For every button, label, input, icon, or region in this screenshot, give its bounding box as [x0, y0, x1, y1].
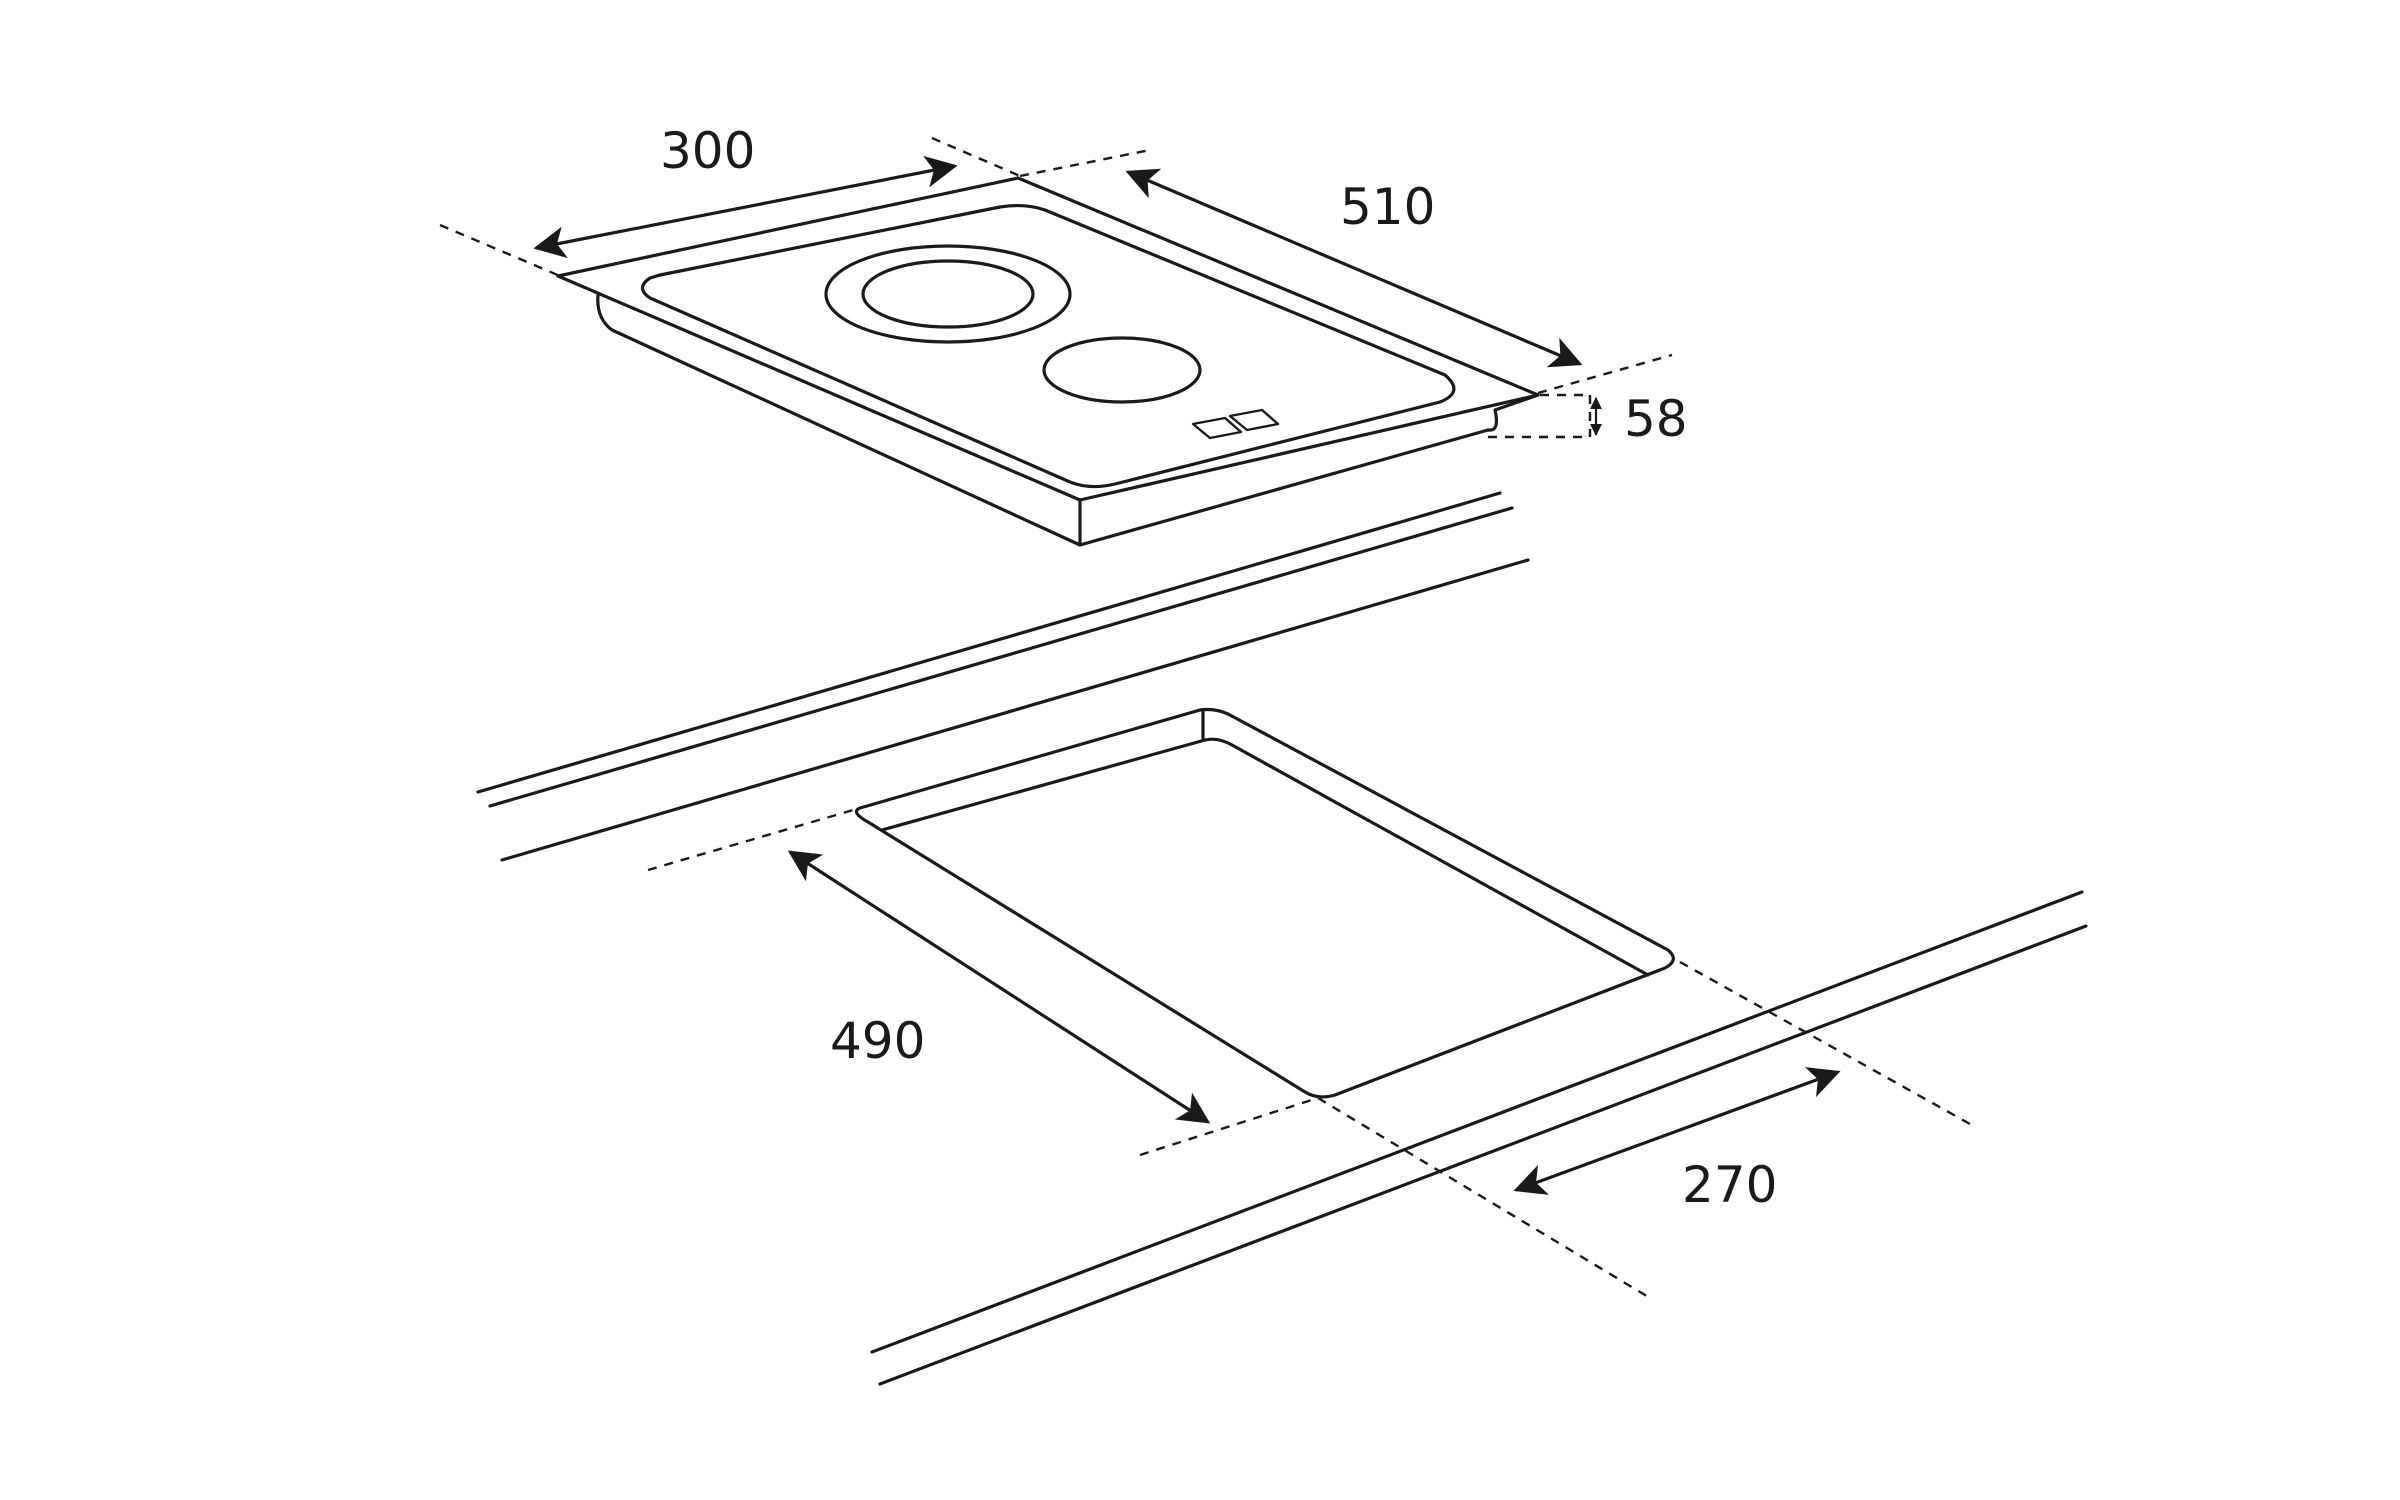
hob-front-edge — [1078, 428, 1490, 547]
cutout-top-outline — [854, 707, 1675, 1099]
extension-line-510-top — [1019, 148, 1151, 178]
hob-right-edge — [1486, 393, 1540, 432]
extension-line-490-top — [647, 806, 861, 872]
extension-line-270-right — [1679, 960, 1971, 1126]
label-cutout-depth: 490 — [830, 1012, 925, 1070]
label-hob-depth: 510 — [1340, 178, 1435, 236]
hob-left-edge — [596, 293, 1082, 547]
countertop-front-edge-1 — [870, 890, 2084, 1354]
extension-line-300-left — [439, 223, 561, 278]
label-cutout-width: 270 — [1682, 1156, 1777, 1214]
extension-line-300-right — [931, 136, 1021, 178]
countertop-back-edge-2 — [488, 506, 1514, 808]
dimension-arrow-490 — [787, 850, 1211, 1124]
countertop-cutout — [854, 707, 1675, 1099]
extension-line-510-bottom — [1537, 353, 1673, 395]
label-hob-height: 58 — [1624, 390, 1688, 448]
large-burner-inner-ring — [861, 259, 1035, 329]
countertop-front-edge-2 — [878, 924, 2088, 1386]
hob-dimension-lines — [439, 136, 1673, 439]
dimension-arrow-270 — [1513, 1067, 1841, 1195]
dimension-arrow-510 — [1125, 168, 1583, 368]
small-burner — [1042, 336, 1202, 404]
extension-line-270-left — [1317, 1096, 1651, 1300]
cutout-inner-back-edge — [880, 737, 1650, 977]
control-button-left — [1191, 416, 1243, 440]
countertop-back-edge-3 — [500, 558, 1530, 862]
countertop — [476, 491, 2088, 1386]
dimension-labels: 300 510 58 490 270 — [660, 122, 1777, 1214]
extension-line-490-bottom — [1139, 1096, 1319, 1157]
hob-inner-panel — [640, 203, 1456, 489]
dimension-arrow-300 — [533, 155, 958, 259]
label-hob-width: 300 — [660, 122, 755, 180]
countertop-back-edge-1 — [476, 491, 1502, 794]
control-button-right — [1228, 408, 1280, 432]
cutout-dimension-lines — [647, 806, 1971, 1300]
